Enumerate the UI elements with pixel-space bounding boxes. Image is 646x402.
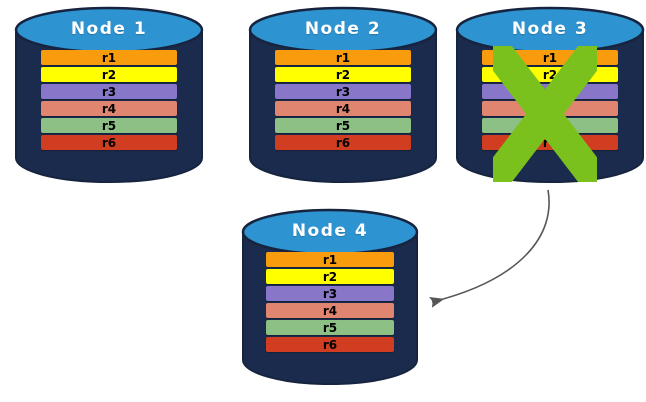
row-stack: r1 r2 r3 r4 r5 r6 [40, 50, 178, 150]
cylinder-top-cap [241, 208, 419, 256]
data-row-r1[interactable]: r1 [274, 50, 412, 65]
data-row-label: r4 [322, 303, 338, 318]
data-row-label: r4 [542, 101, 558, 116]
data-row-r3[interactable]: r3 [265, 286, 395, 301]
data-row-r3[interactable]: r3 [40, 84, 178, 99]
data-row-r4[interactable]: r4 [40, 101, 178, 116]
data-row-label: r1 [322, 252, 338, 267]
arrow-path [429, 189, 550, 308]
data-row-label: r6 [101, 135, 117, 150]
cylinder-top-cap [455, 6, 645, 54]
row-stack: r1 r2 r3 r4 r5 r6 [274, 50, 412, 150]
cylinder-top-cap [14, 6, 204, 54]
data-row-r2[interactable]: r2 [481, 67, 619, 82]
data-row-label: r6 [335, 135, 351, 150]
data-row-label: r3 [322, 286, 338, 301]
data-row-label: r4 [101, 101, 117, 116]
data-row-label: r2 [101, 67, 117, 82]
data-row-label: r3 [101, 84, 117, 99]
data-row-r1[interactable]: r1 [265, 252, 395, 267]
data-row-label: r3 [335, 84, 351, 99]
data-row-r4[interactable]: r4 [274, 101, 412, 116]
data-row-label: r4 [335, 101, 351, 116]
row-stack: r1 r2 r3 r4 r5 r6 [481, 50, 619, 150]
data-row-label: r2 [542, 67, 558, 82]
data-row-r5[interactable]: r5 [40, 118, 178, 133]
data-row-r5[interactable]: r5 [265, 320, 395, 335]
data-row-label: r5 [101, 118, 117, 133]
data-row-r5[interactable]: r5 [481, 118, 619, 133]
data-row-r2[interactable]: r2 [274, 67, 412, 82]
data-row-r5[interactable]: r5 [274, 118, 412, 133]
data-row-r6[interactable]: r6 [274, 135, 412, 150]
cylinder-top-cap [248, 6, 438, 54]
data-row-label: r1 [542, 50, 558, 65]
data-row-r6[interactable]: r6 [481, 135, 619, 150]
data-row-label: r1 [335, 50, 351, 65]
data-row-r6[interactable]: r6 [265, 337, 395, 352]
data-row-r3[interactable]: r3 [481, 84, 619, 99]
data-row-label: r5 [542, 118, 558, 133]
data-row-r6[interactable]: r6 [40, 135, 178, 150]
data-row-r1[interactable]: r1 [40, 50, 178, 65]
data-row-label: r2 [335, 67, 351, 82]
data-row-r2[interactable]: r2 [40, 67, 178, 82]
data-row-label: r6 [542, 135, 558, 150]
data-row-r4[interactable]: r4 [481, 101, 619, 116]
data-row-r2[interactable]: r2 [265, 269, 395, 284]
data-row-r1[interactable]: r1 [481, 50, 619, 65]
data-row-label: r2 [322, 269, 338, 284]
data-row-label: r5 [322, 320, 338, 335]
data-row-label: r3 [542, 84, 558, 99]
data-row-label: r6 [322, 337, 338, 352]
row-stack: r1 r2 r3 r4 r5 r6 [265, 252, 395, 352]
data-row-label: r5 [335, 118, 351, 133]
data-row-r3[interactable]: r3 [274, 84, 412, 99]
data-row-r4[interactable]: r4 [265, 303, 395, 318]
data-row-label: r1 [101, 50, 117, 65]
